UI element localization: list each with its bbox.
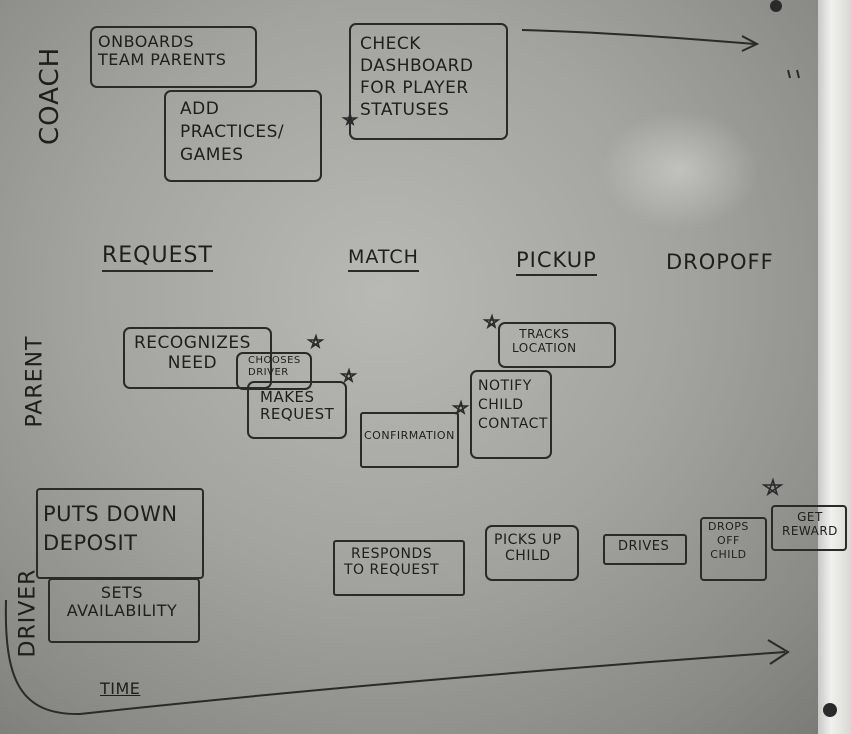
note-box xyxy=(247,381,347,439)
magnet-dot xyxy=(823,703,837,717)
note-box xyxy=(485,525,579,581)
note-picks-up-child: Picks up child xyxy=(494,532,562,565)
note-chooses-driver: Chooses driver xyxy=(248,355,301,378)
note-box xyxy=(498,322,616,368)
magnet-dot xyxy=(770,0,782,12)
note-box xyxy=(48,578,200,643)
note-get-reward: Get reward xyxy=(782,510,838,538)
note-box xyxy=(470,370,552,459)
stage-header-request: Request xyxy=(102,243,213,272)
arrowhead-coach xyxy=(741,35,760,52)
note-box xyxy=(700,517,767,581)
note-box xyxy=(236,352,312,390)
note-add-practices-games: Add practices/ games xyxy=(180,99,285,165)
note-puts-down-deposit: Puts down deposit xyxy=(43,502,178,556)
note-drops-off-child: Drops off child xyxy=(708,520,749,561)
stage-header-dropoff: Dropoff xyxy=(666,250,774,274)
note-box xyxy=(90,26,257,88)
note-box xyxy=(360,412,459,468)
note-onboards-team-parents: Onboards team parents xyxy=(98,32,227,70)
note-box xyxy=(603,534,687,565)
note-makes-request: Makes request xyxy=(260,388,335,424)
star-icon xyxy=(341,111,359,126)
note-responds-to-request: Responds to request xyxy=(344,546,440,579)
stage-header-pickup: Pickup xyxy=(516,248,597,276)
note-confirmation: Confirmation xyxy=(364,429,455,442)
arrow-coach-timeline xyxy=(521,29,756,45)
note-box xyxy=(771,505,847,551)
arrow-time-axis xyxy=(4,599,786,716)
board-frame-edge xyxy=(818,0,851,734)
time-axis-label: Time xyxy=(100,679,141,698)
note-box xyxy=(333,540,465,596)
note-box xyxy=(123,327,272,389)
note-drives: Drives xyxy=(618,539,670,554)
star-icon xyxy=(761,477,784,497)
note-box xyxy=(349,23,508,140)
star-icon xyxy=(306,333,325,350)
arrowhead-time xyxy=(767,639,790,665)
star-icon xyxy=(339,367,358,384)
note-sets-availability: Sets availability xyxy=(66,583,178,621)
tick-mark xyxy=(787,69,800,79)
note-tracks-location: Tracks location xyxy=(512,327,577,355)
note-box xyxy=(164,90,322,182)
note-recognizes-need: Recognizes need xyxy=(134,333,251,373)
star-icon xyxy=(451,399,470,416)
note-check-dashboard: Check dashboard for player statuses xyxy=(360,34,474,121)
stage-header-match: Match xyxy=(348,246,419,272)
star-icon xyxy=(482,313,501,330)
note-notify-child-contact: Notify child contact xyxy=(478,378,548,432)
light-glare xyxy=(600,110,760,230)
